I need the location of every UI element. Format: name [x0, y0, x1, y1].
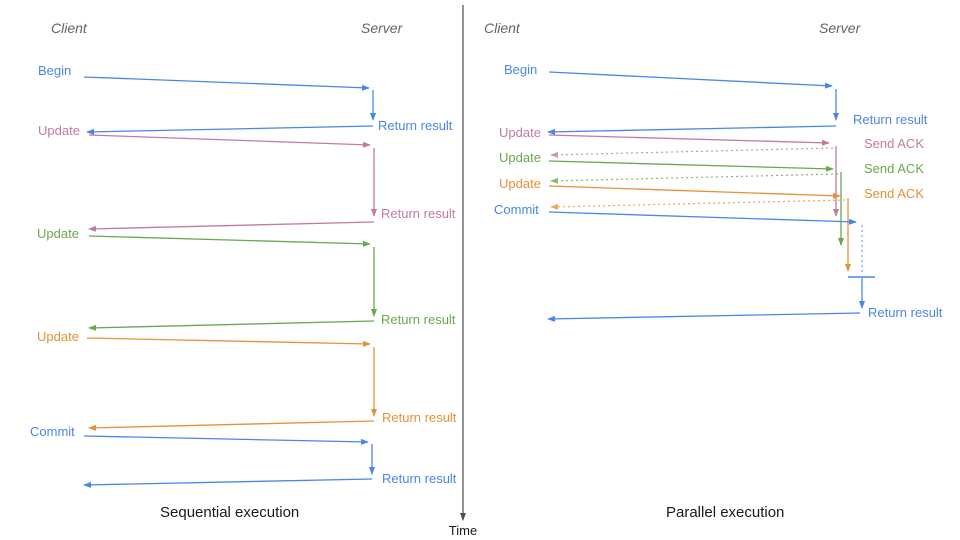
left-update-label-2: Update: [37, 226, 79, 241]
left-return-arrow-5: [83, 478, 373, 488]
right-return-label-2: Return result: [868, 305, 943, 320]
right-begin-label: Begin: [504, 62, 538, 77]
right-server-header: Server: [819, 20, 861, 36]
right-ack-dotted-arrow-1: [550, 147, 834, 158]
right-update-label-2: Update: [499, 150, 541, 165]
left-return-label-2: Return result: [381, 206, 456, 221]
left-update3-request-arrow: [86, 337, 371, 347]
left-return-arrow-4: [88, 420, 375, 431]
right-ack-label-2: Send ACK: [864, 161, 924, 176]
right-panel-caption: Parallel execution: [666, 504, 785, 521]
left-return-label-3: Return result: [381, 312, 456, 327]
left-return-label-1: Return result: [378, 118, 453, 133]
left-return-arrow-2: [88, 221, 375, 232]
left-server-header: Server: [361, 20, 403, 36]
right-update1-request-arrow: [548, 134, 830, 146]
left-begin-request-arrow: [83, 76, 370, 91]
right-update-label-3: Update: [499, 176, 541, 191]
left-update-label-3: Update: [37, 329, 79, 344]
right-commit-request-arrow: [548, 211, 857, 225]
right-ack-label-1: Send ACK: [864, 136, 924, 151]
left-update-label-1: Update: [38, 123, 80, 138]
left-return-label-5: Return result: [382, 471, 457, 486]
left-return-label-4: Return result: [382, 410, 457, 425]
right-update-label-1: Update: [499, 125, 541, 140]
left-client-header: Client: [51, 20, 87, 36]
right-return-arrow-1: [547, 125, 837, 135]
left-commit-request-arrow: [83, 435, 369, 445]
left-begin-label: Begin: [38, 63, 72, 78]
right-commit-label: Commit: [494, 202, 539, 217]
right-final-return-arrow: [547, 312, 861, 322]
right-update2-request-arrow: [548, 160, 834, 172]
right-begin-request-arrow: [548, 71, 833, 89]
right-ack-dotted-arrow-3: [550, 199, 846, 210]
time-axis-label: Time: [448, 523, 478, 538]
right-return-label-1: Return result: [853, 112, 928, 127]
right-client-header: Client: [484, 20, 520, 36]
right-update3-request-arrow: [548, 185, 841, 199]
left-panel-caption: Sequential execution: [160, 504, 300, 521]
left-update2-request-arrow: [88, 235, 371, 247]
right-ack-label-3: Send ACK: [864, 186, 924, 201]
left-commit-label: Commit: [30, 424, 75, 439]
left-return-arrow-1: [86, 125, 374, 135]
left-update1-request-arrow: [88, 134, 371, 148]
left-return-arrow-3: [88, 320, 375, 331]
right-ack-dotted-arrow-2: [550, 173, 839, 184]
